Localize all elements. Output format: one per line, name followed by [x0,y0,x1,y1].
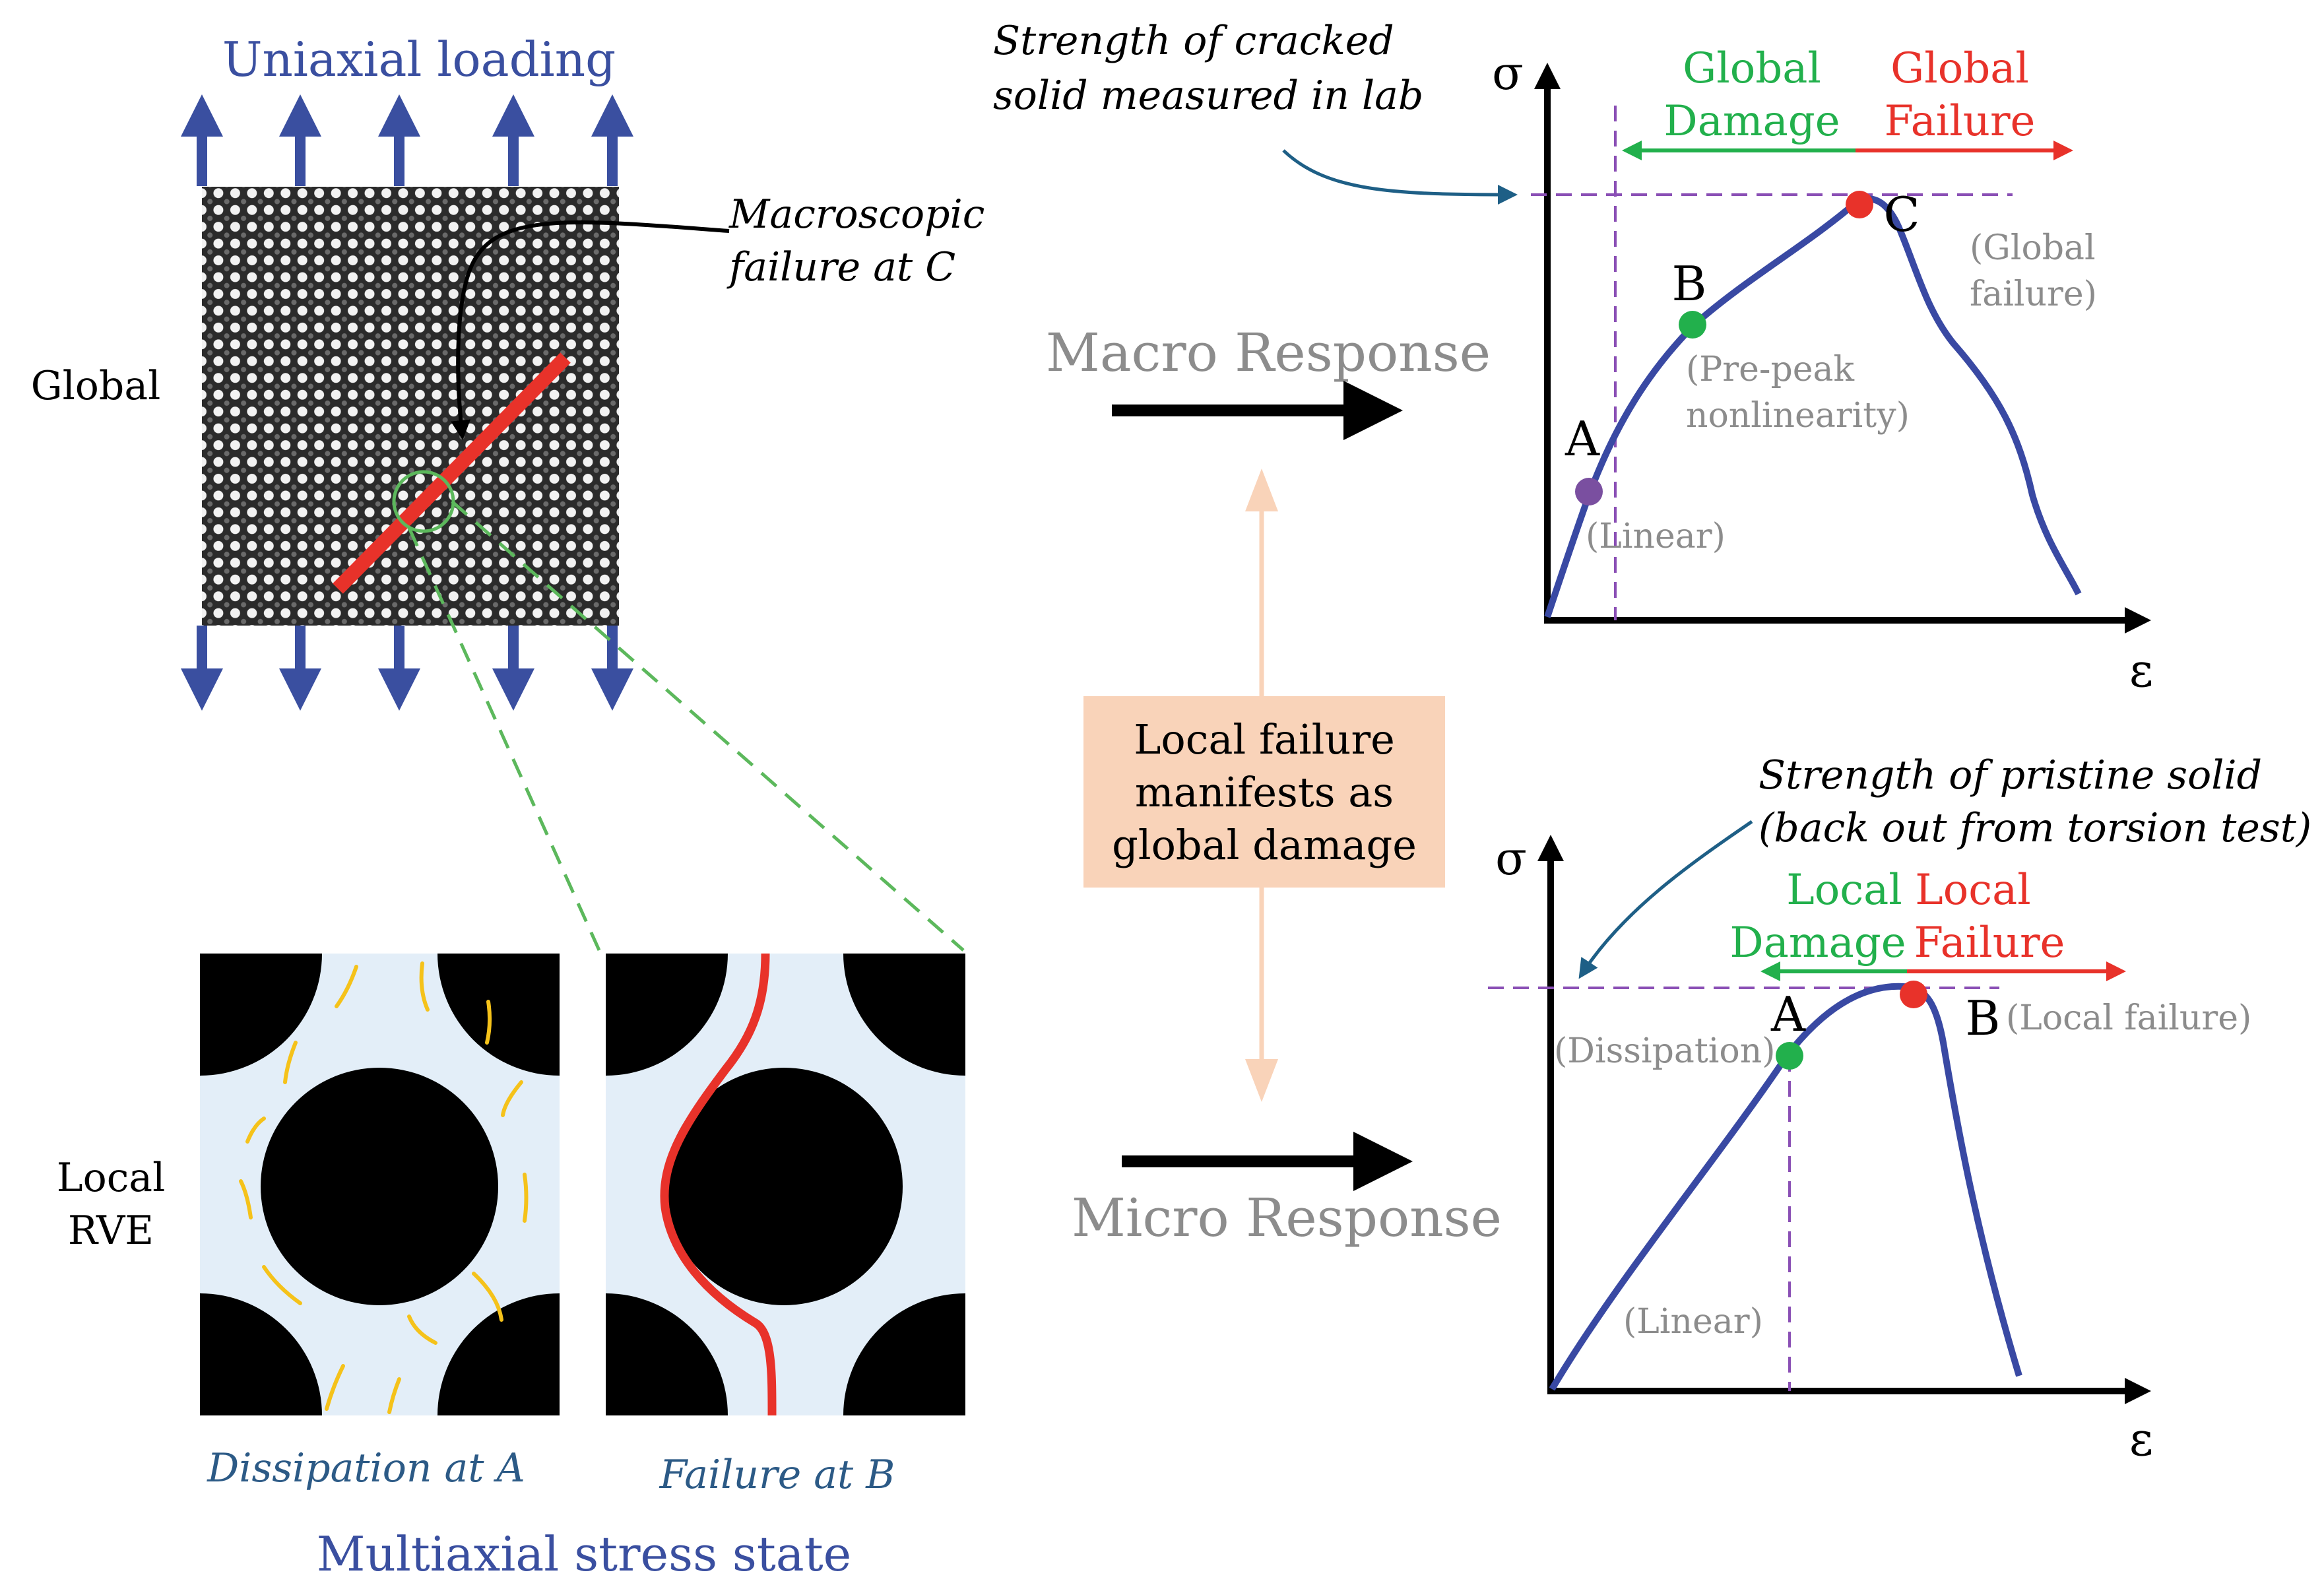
bottom-note-dissipation: (Dissipation) [1554,1031,1776,1071]
top-point-c-marker [1846,191,1873,218]
top-point-c-label: C [1883,187,1920,242]
uniaxial-loading-title: Uniaxial loading [222,32,616,87]
fiber-center [665,1068,903,1305]
specimen-block [202,187,619,626]
top-failure-label-line2: Failure [1885,97,2036,146]
macro-crack [333,352,571,594]
bottom-failure-label-line2: Failure [1914,919,2065,967]
top-note-c-line1: (Global [1970,228,2096,268]
bottom-annotation-line1: Strength of pristine solid [1759,752,2262,798]
bottom-damage-label-line1: Local [1786,866,1902,915]
fiber-corner-br [843,1293,965,1415]
top-failure-label-line1: Global [1890,44,2029,93]
macro-annotation-leader [451,220,730,440]
bottom-note-linear: (Linear) [1623,1302,1763,1342]
fiber-center [261,1068,498,1305]
rve-panel-failure [606,954,965,1415]
micro-response-label: Micro Response [1072,1187,1502,1248]
top-point-b-label: B [1672,256,1707,311]
top-point-a-marker [1575,478,1603,505]
global-label: Global [31,363,161,409]
rve-panel-dissipation [200,954,560,1415]
top-annotation-leader [1282,149,1518,205]
top-note-b-line1: (Pre-peak [1686,350,1855,389]
top-annotation-line2: solid measured in lab [993,73,1423,119]
fiber-corner-tr [437,954,560,1076]
macro-annotation-line1: Macroscopic [728,191,984,238]
local-to-global-box [1083,696,1445,888]
top-annotation-line1: Strength of cracked [993,18,1394,64]
macro-response-label: Macro Response [1046,322,1491,383]
top-damage-label-line1: Global [1683,44,1821,93]
bottom-y-axis-label: σ [1495,831,1527,886]
zoom-line-left [407,527,601,952]
rve-caption-dissipation: Dissipation at A [207,1445,525,1491]
fiber-corner-tr [843,954,965,1076]
bottom-point-a-marker [1776,1042,1803,1070]
macro-annotation-line2: failure at C [726,244,955,290]
top-note-linear: (Linear) [1586,517,1726,556]
zoom-line-right [451,500,965,952]
box-line1: Local failure [1134,715,1395,763]
multiaxial-caption: Multiaxial stress state [317,1526,852,1582]
top-x-axis-label: ε [2129,643,2153,697]
top-load-arrows [181,94,633,186]
fiber-corner-tl [200,954,322,1076]
bottom-annotation-leader [1578,820,1753,979]
link-arrowhead-down [1245,1059,1278,1102]
rve-caption-failure: Failure at B [659,1452,895,1498]
bottom-annotation-line2: (back out from torsion test) [1759,805,2311,851]
top-note-b-line2: nonlinearity) [1686,396,1910,436]
box-line3: global damage [1112,821,1417,869]
fiber-corner-tl [606,954,728,1076]
top-point-a-label: A [1565,411,1600,467]
failure-crack [660,954,777,1415]
dissipation-microcracks [239,961,529,1414]
link-arrowhead-up [1245,469,1278,511]
bottom-note-local-failure: (Local failure) [2006,998,2251,1038]
local-rve-label-line2: RVE [68,1208,154,1254]
bottom-failure-label-line1: Local [1915,866,2031,915]
top-point-b-marker [1679,311,1706,339]
fiber-corner-bl [606,1293,728,1415]
top-note-c-line2: failure) [1970,275,2097,314]
local-rve-label-line1: Local [57,1155,166,1201]
fiber-corner-bl [200,1293,322,1415]
fiber-corner-br [437,1293,560,1415]
bottom-point-b-marker [1900,981,1927,1008]
bottom-damage-label-line2: Damage [1729,919,1906,967]
bottom-load-arrows [181,626,633,711]
bottom-point-b-label: B [1966,990,2001,1046]
bottom-stress-strain-curve [1549,983,2022,1391]
box-line2: manifests as [1135,768,1394,816]
bottom-x-axis-label: ε [2129,1412,2153,1466]
bottom-point-a-label: A [1770,987,1806,1042]
top-damage-label-line2: Damage [1663,97,1840,146]
top-y-axis-label: σ [1492,46,1524,100]
